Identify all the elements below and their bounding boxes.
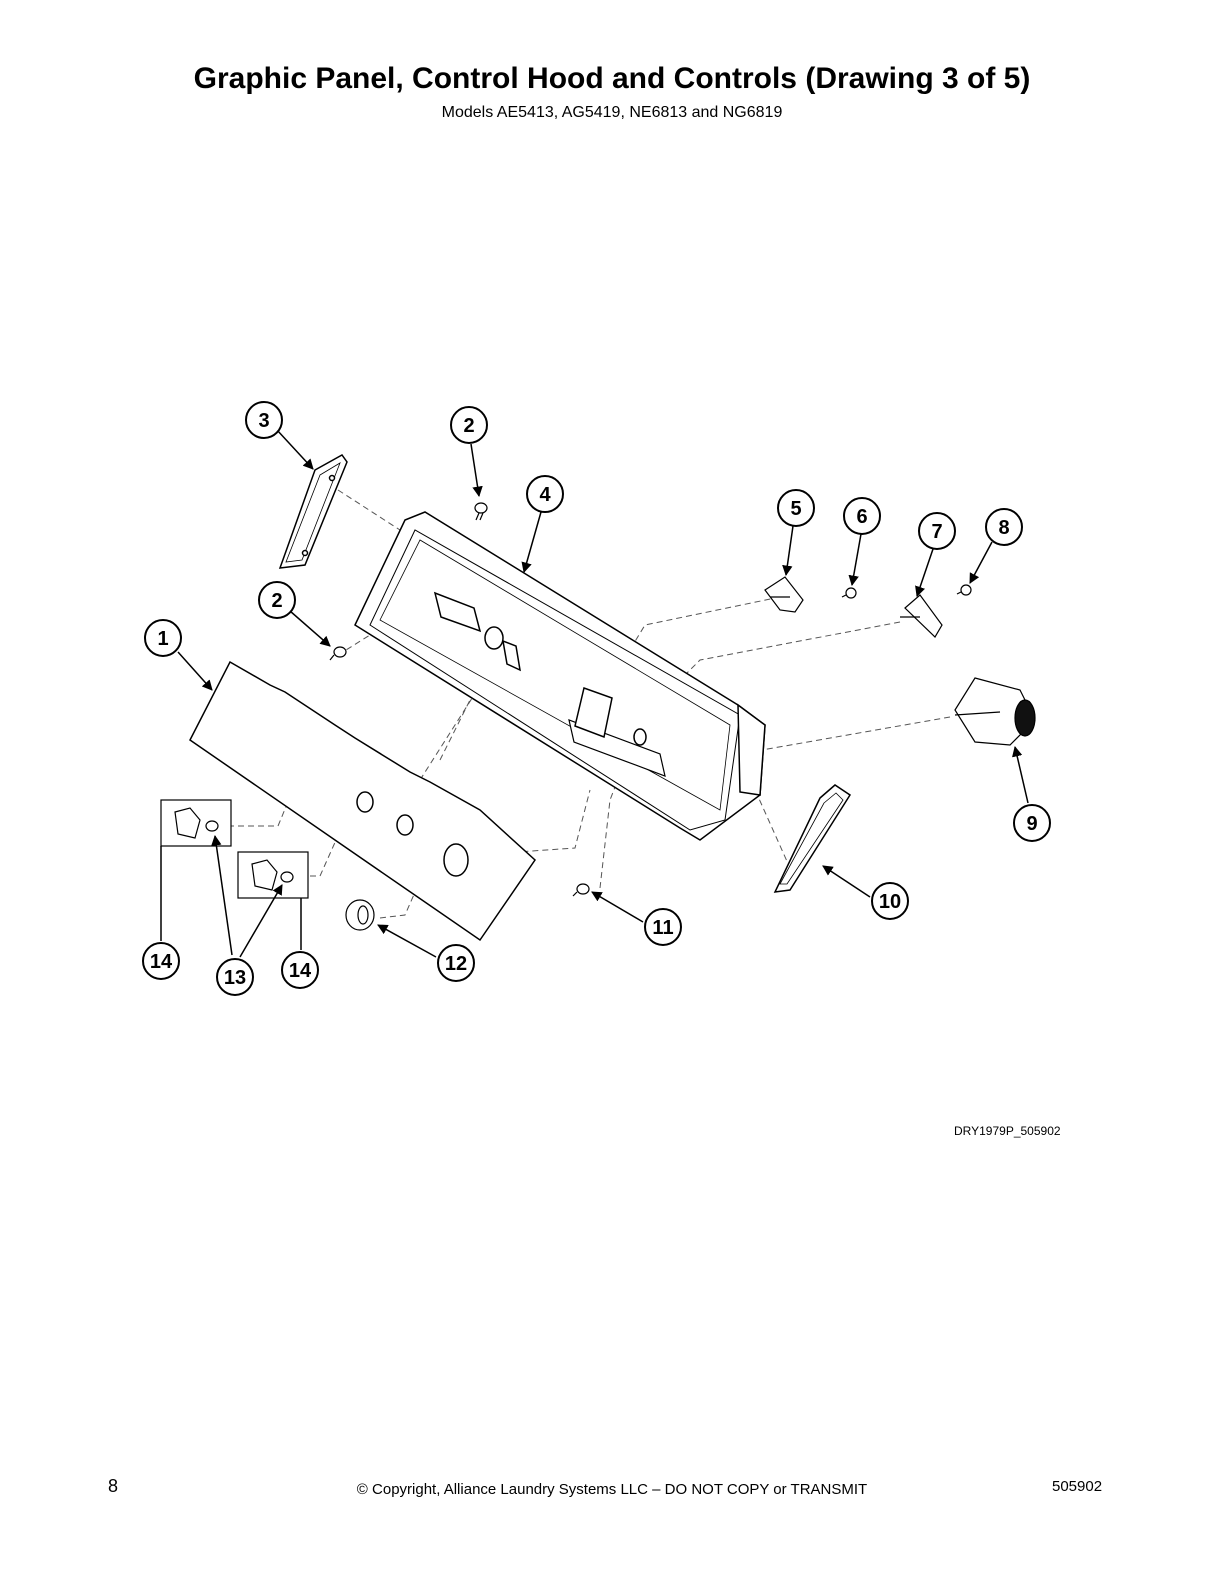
callout-5: 5 [777, 489, 815, 527]
callout-leaders [160, 429, 1029, 958]
knob-12 [345, 899, 375, 931]
switch-5 [764, 576, 804, 613]
screw-11 [572, 883, 590, 897]
screw-8 [956, 584, 972, 596]
svg-text:2: 2 [463, 415, 474, 437]
callout-14-right: 14 [281, 951, 319, 989]
document-number: 505902 [1052, 1478, 1103, 1495]
screw-2-left [329, 646, 347, 661]
svg-text:1: 1 [157, 628, 168, 650]
page-number: 8 [108, 1476, 119, 1496]
callout-3: 3 [245, 401, 283, 439]
callout-9: 9 [1013, 804, 1051, 842]
callout-1: 1 [144, 619, 182, 657]
svg-text:11: 11 [652, 917, 673, 939]
timer-9 [954, 677, 1036, 746]
screw-6 [841, 587, 857, 599]
callout-12: 12 [437, 944, 475, 982]
callout-11: 11 [644, 908, 682, 946]
callout-2-left: 2 [258, 581, 296, 619]
callout-14-left: 14 [142, 942, 180, 980]
svg-text:13: 13 [224, 967, 246, 989]
callout-8: 8 [985, 508, 1023, 546]
callout-7: 7 [918, 512, 956, 550]
svg-text:6: 6 [856, 506, 867, 528]
svg-text:2: 2 [271, 590, 282, 612]
svg-text:7: 7 [931, 521, 942, 543]
drawing-code: DRY1979P_505902 [954, 1124, 1061, 1138]
svg-text:3: 3 [258, 410, 269, 432]
page-subtitle: Models AE5413, AG5419, NE6813 and NG6819 [441, 104, 783, 121]
callout-4: 4 [526, 475, 564, 513]
callout-13: 13 [216, 958, 254, 996]
svg-text:5: 5 [790, 498, 801, 520]
copyright-notice: © Copyright, Alliance Laundry Systems LL… [356, 1481, 868, 1498]
switch-7 [900, 594, 943, 638]
left-end-cap [278, 454, 348, 569]
svg-text:4: 4 [539, 484, 551, 506]
svg-text:10: 10 [879, 891, 901, 913]
svg-text:12: 12 [445, 953, 467, 975]
callout-2-top: 2 [450, 406, 488, 444]
page-title: Graphic Panel, Control Hood and Controls… [193, 62, 1031, 95]
knob-box-right [237, 851, 309, 899]
screws [329, 502, 972, 897]
callouts: 3 2 4 2 1 5 6 7 8 9 10 11 12 14 13 14 [142, 401, 1051, 996]
callout-6: 6 [843, 497, 881, 535]
knob-box-left [160, 799, 232, 847]
screw-2-top [474, 502, 488, 521]
graphic-panel [189, 660, 536, 942]
right-end-cap [773, 784, 852, 893]
svg-text:9: 9 [1026, 813, 1037, 835]
callout-10: 10 [871, 882, 909, 920]
control-hood [354, 511, 766, 841]
svg-text:8: 8 [998, 517, 1009, 539]
svg-text:14: 14 [150, 951, 173, 973]
svg-text:14: 14 [289, 960, 312, 982]
